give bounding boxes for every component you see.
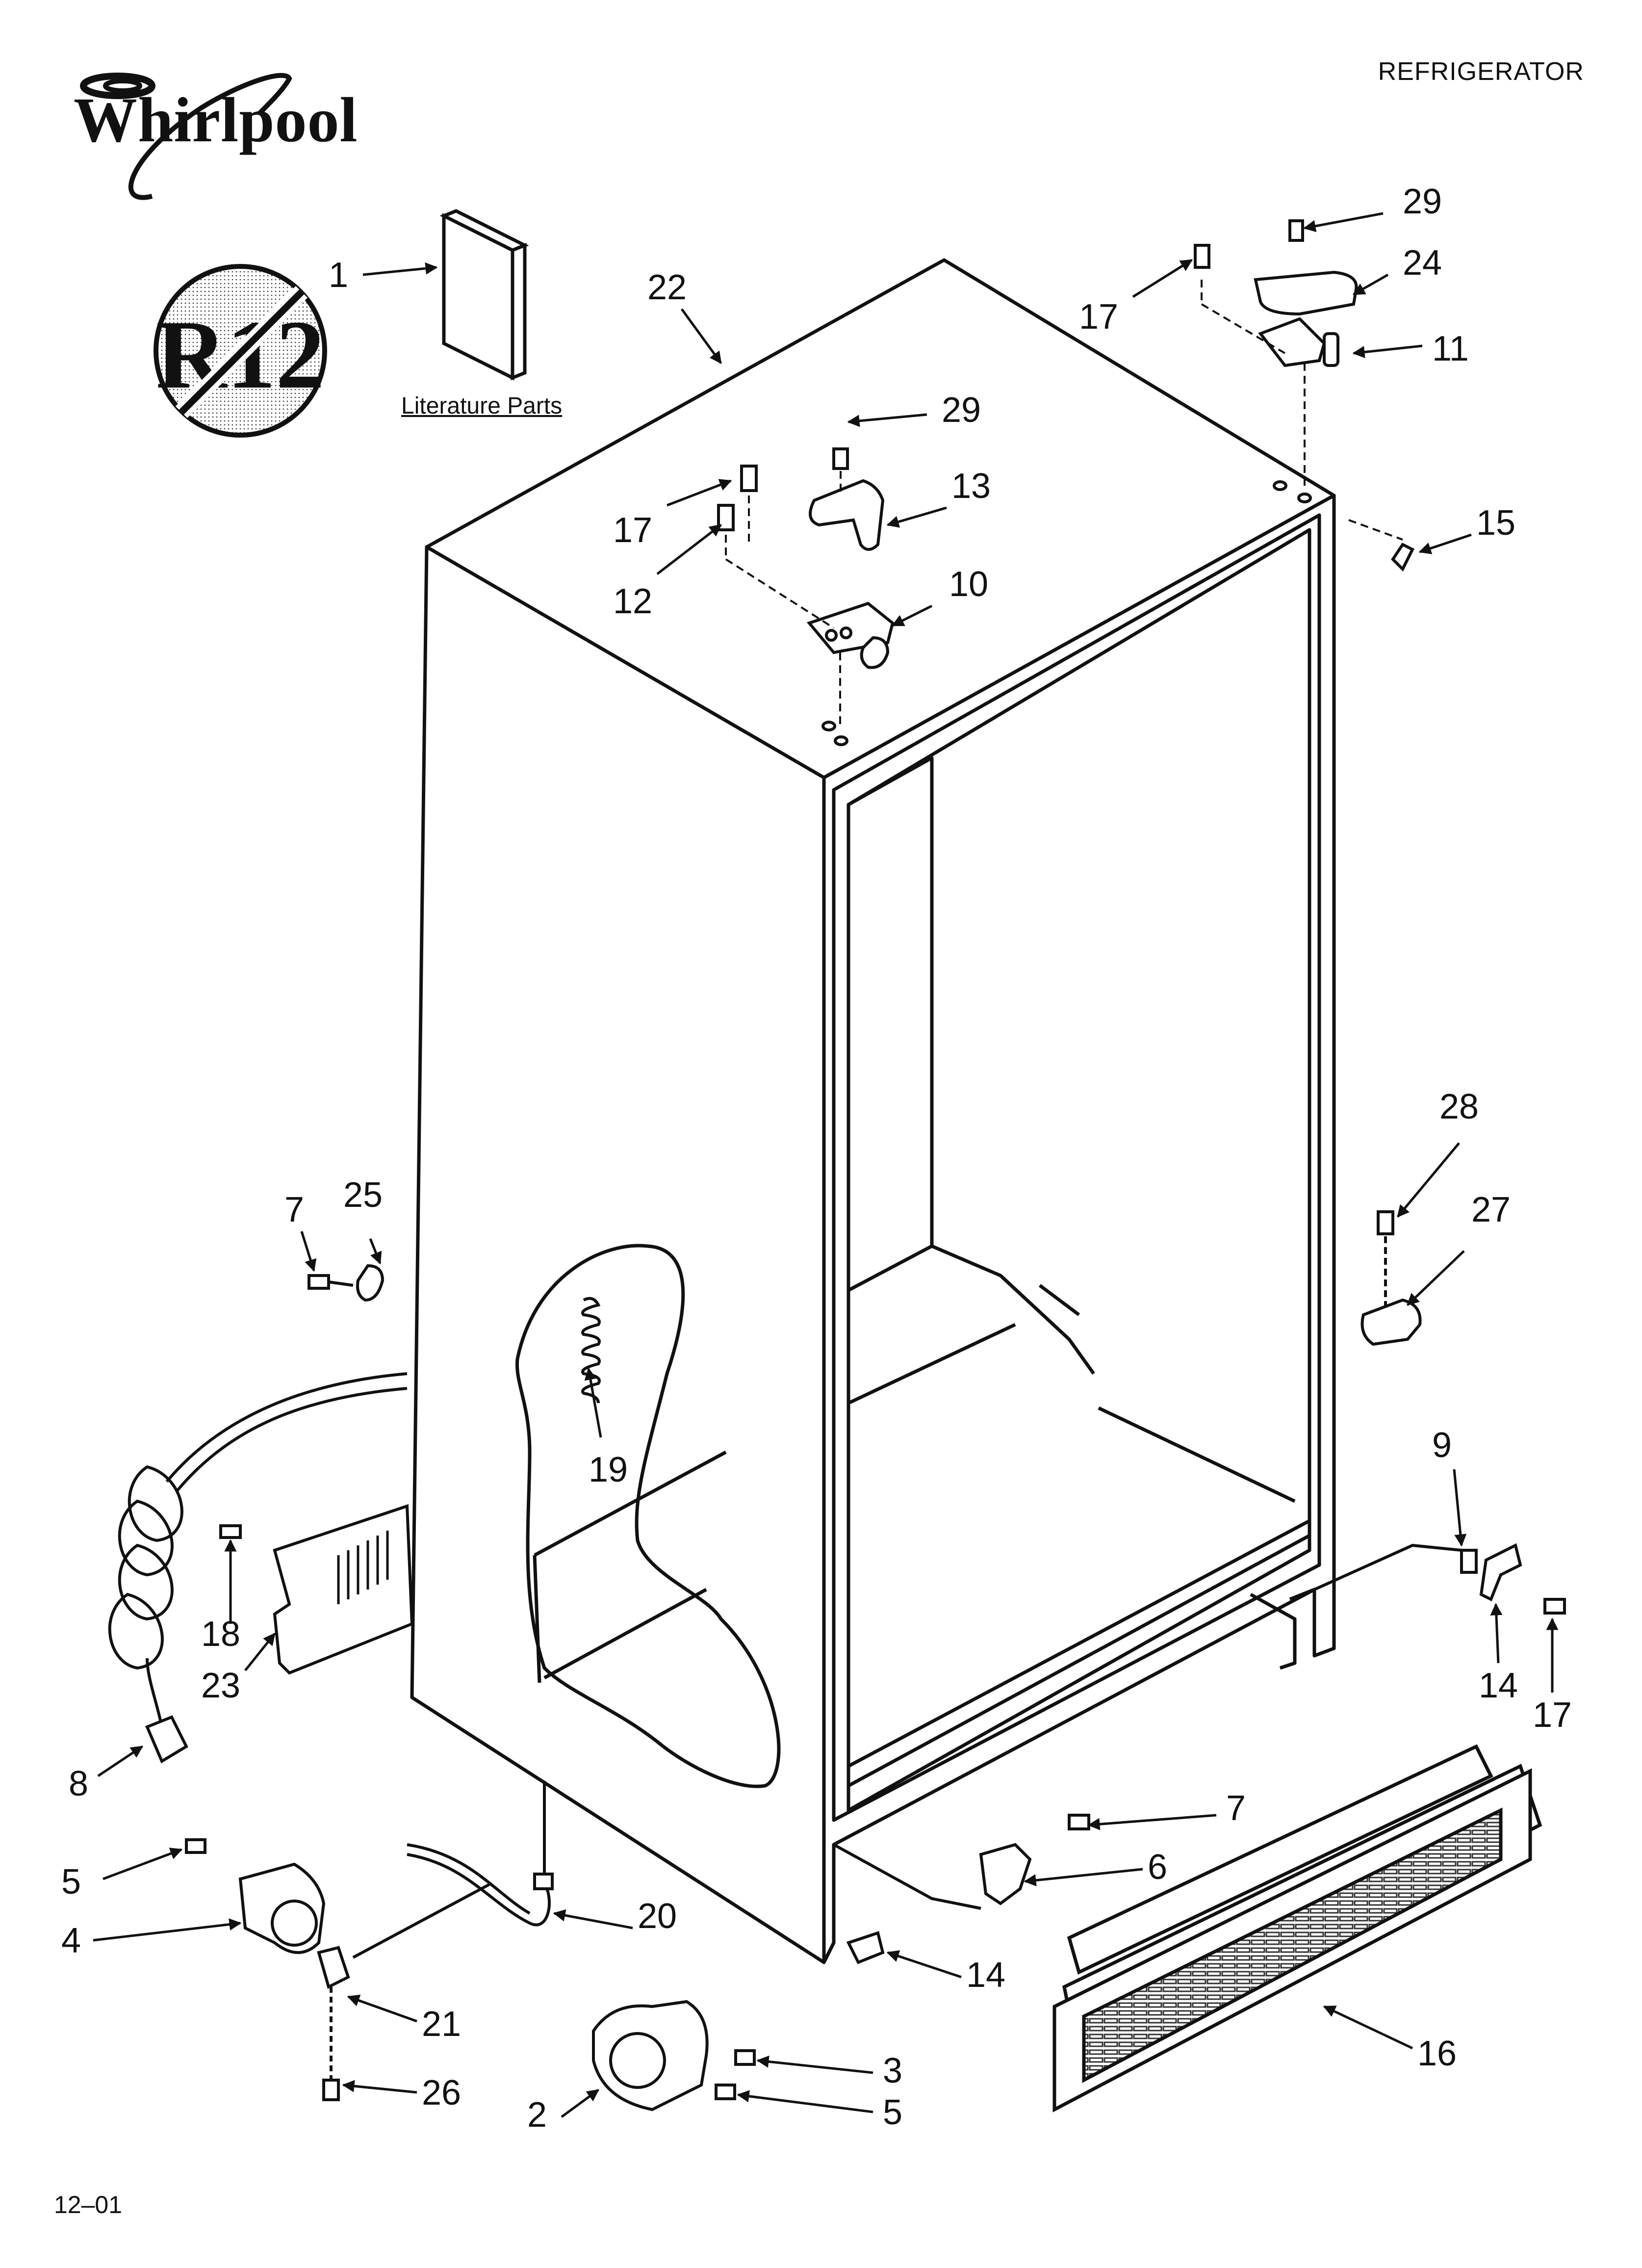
drain-spring xyxy=(581,1297,601,1404)
callout-label: 27 xyxy=(1471,1190,1511,1229)
callout-leaders xyxy=(93,212,1559,2118)
callout-label: 18 xyxy=(201,1615,241,1654)
callout-label: 7 xyxy=(284,1190,305,1229)
callout-label: 25 xyxy=(343,1175,383,1215)
front-roller-assembly xyxy=(185,1838,491,2101)
callout-label: 5 xyxy=(61,1862,81,1902)
part-7-25-top-left xyxy=(308,1264,385,1302)
callout-label: 19 xyxy=(589,1450,628,1489)
callout-label: 6 xyxy=(1148,1848,1168,1887)
callout-label: 5 xyxy=(883,2093,903,2132)
power-cord-assembly xyxy=(108,1372,408,1764)
callout-label: 21 xyxy=(422,2005,462,2044)
right-hinge-assembly xyxy=(1194,219,1358,503)
callout-label: 17 xyxy=(613,511,653,550)
callout-label: 23 xyxy=(201,1666,241,1705)
callout-label: 17 xyxy=(1533,1695,1572,1735)
callout-label: 29 xyxy=(1403,182,1442,221)
dashed-guides-right xyxy=(1201,280,1403,541)
callout-label: 29 xyxy=(942,391,981,430)
callout-label: 3 xyxy=(883,2051,903,2090)
no-r12-symbol: R12 xyxy=(154,264,327,438)
compressor-cover-plate xyxy=(219,1504,414,1675)
callout-label: 8 xyxy=(69,1764,89,1803)
callout-label: 26 xyxy=(422,2073,462,2112)
callout-label: 15 xyxy=(1476,503,1516,543)
lower-hinge-parts xyxy=(833,1814,1090,1964)
callout-label: 17 xyxy=(1079,297,1119,337)
callout-label: 14 xyxy=(1479,1666,1518,1705)
callout-label: 24 xyxy=(1403,243,1442,283)
callout-label: 10 xyxy=(949,565,989,604)
callout-label: 16 xyxy=(1417,2034,1457,2073)
callout-label: 22 xyxy=(647,268,687,307)
cutaway-insulation xyxy=(515,1244,781,1788)
right-side-hinge-parts xyxy=(1313,1543,1566,1615)
part-15-clip xyxy=(1391,543,1415,572)
base-grille xyxy=(1052,1744,1542,2112)
literature-parts-book xyxy=(439,209,529,381)
callout-label: 11 xyxy=(1432,329,1469,368)
literature-parts-label: Literature Parts xyxy=(401,393,563,419)
callout-label: 9 xyxy=(1432,1426,1452,1465)
part-27-28-bracket xyxy=(1360,1210,1422,1346)
callout-label: 28 xyxy=(1439,1087,1479,1126)
whirlpool-swirl-icon xyxy=(54,49,329,218)
dashed-guides-center xyxy=(725,471,842,726)
callout-label: 2 xyxy=(527,2095,547,2135)
document-type: REFRIGERATOR xyxy=(1378,57,1584,86)
callout-label: 1 xyxy=(329,256,349,295)
drain-tube xyxy=(407,1781,554,1927)
callout-label: 20 xyxy=(638,1897,677,1936)
callout-label: 14 xyxy=(966,1955,1006,1995)
callout-label: 12 xyxy=(613,582,653,621)
center-hinge-assembly xyxy=(717,447,895,746)
callout-label: 4 xyxy=(61,1921,81,1960)
brand-logo: Whirlpool xyxy=(74,85,358,156)
callout-label: 13 xyxy=(951,467,991,506)
rear-roller-assembly xyxy=(592,2000,756,2112)
callout-label: 7 xyxy=(1226,1789,1246,1828)
footer-code: 12–01 xyxy=(54,2191,123,2218)
